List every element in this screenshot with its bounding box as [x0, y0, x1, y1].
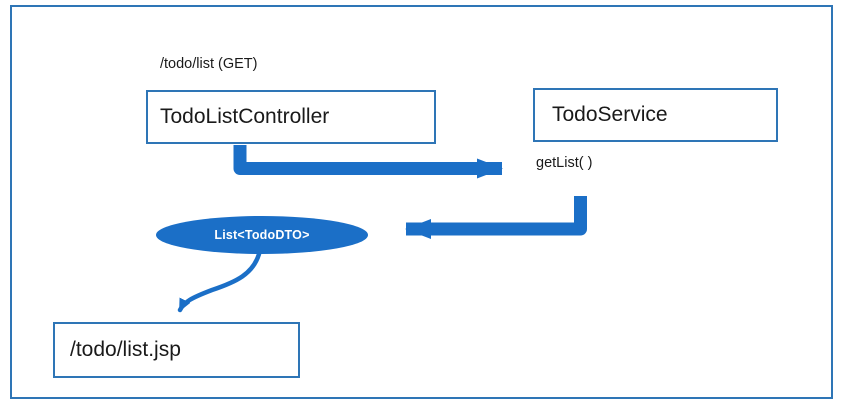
controller-box: TodoListController	[146, 90, 436, 144]
view-jsp-label: /todo/list.jsp	[70, 338, 181, 361]
request-url-label: /todo/list (GET)	[160, 56, 258, 72]
service-box-label: TodoService	[552, 103, 668, 126]
return-value-ellipse: List<TodoDTO>	[156, 216, 368, 254]
slide-frame-border	[10, 5, 833, 399]
getlist-method-label: getList( )	[536, 155, 593, 171]
controller-box-label: TodoListController	[160, 105, 330, 128]
return-value-label: List<TodoDTO>	[214, 228, 310, 242]
service-box: TodoService	[533, 88, 778, 142]
view-jsp-box: /todo/list.jsp	[53, 322, 300, 378]
